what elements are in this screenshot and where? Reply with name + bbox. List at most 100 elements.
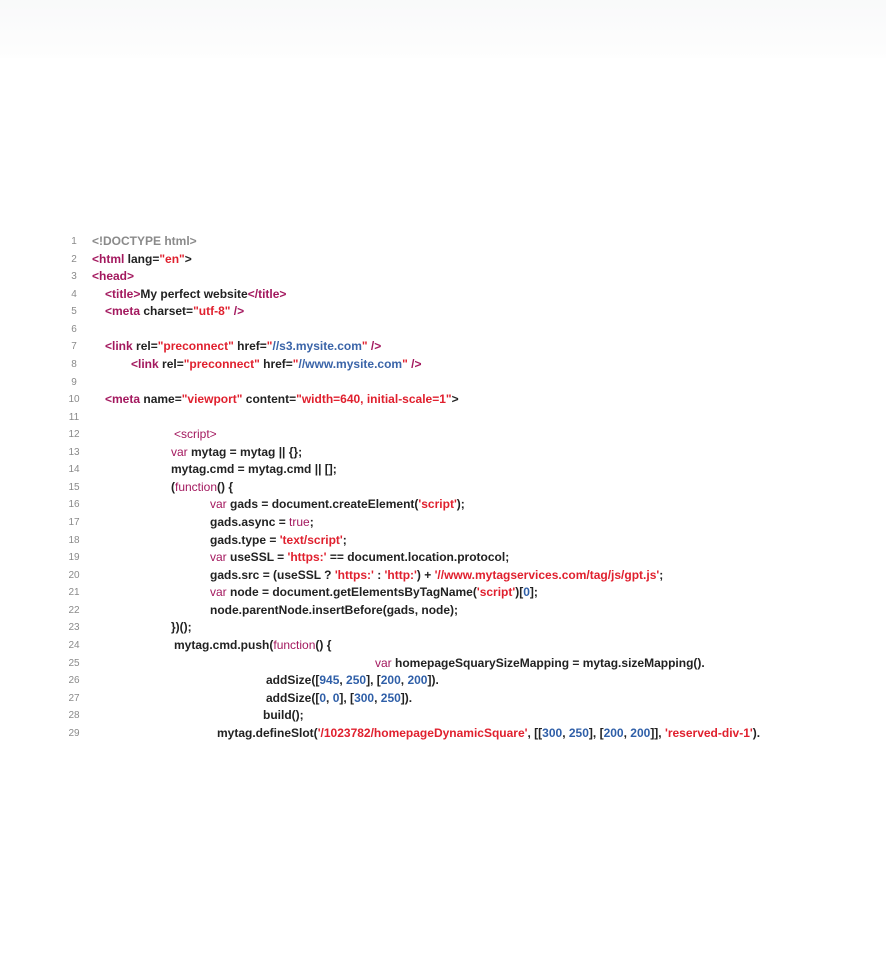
code-token: gads.async = [210, 515, 290, 529]
code-token: var [171, 444, 188, 459]
code-token: function [273, 637, 316, 652]
code-token: == document.location.protocol; [326, 550, 510, 565]
line-number: 20 [68, 569, 80, 581]
code-text: gads.type = 'text/script'; [210, 532, 347, 550]
code-token: , [562, 725, 569, 740]
code-token: ( [171, 479, 175, 494]
code-token: () { [217, 479, 234, 494]
code-token: node.parentNode.insertBefore(gads, node)… [210, 602, 459, 617]
code-token: gads.type = [210, 532, 280, 547]
code-token: rel= [132, 339, 158, 354]
code-token: 945 [319, 673, 340, 688]
code-text: gads.src = (useSSL ? 'https:' : 'http:')… [210, 567, 663, 585]
code-token: > [184, 251, 192, 266]
code-line: 6 [0, 321, 886, 339]
code-line: 11 [0, 409, 886, 427]
code-line: 18 gads.type = 'text/script'; [0, 532, 886, 550]
code-token: ]], [650, 725, 665, 740]
code-token: '/1023782/homepageDynamicSquare' [317, 725, 528, 740]
code-token: /> [407, 356, 422, 371]
code-token: var [210, 497, 227, 512]
line-number: 18 [68, 534, 80, 546]
code-token: ], [ [366, 673, 381, 688]
code-token: ]). [400, 690, 413, 705]
code-token: //www.mysite.com [298, 356, 403, 371]
code-text: var node = document.getElementsByTagName… [210, 584, 538, 602]
line-number: 26 [68, 675, 80, 687]
line-number: 16 [68, 499, 80, 511]
code-token: "preconnect" [157, 339, 234, 354]
code-line: 12 <script> [0, 426, 886, 444]
code-text: mytag.defineSlot('/1023782/homepageDynam… [217, 725, 760, 743]
code-token: 200 [630, 725, 651, 740]
code-token: 250 [568, 725, 589, 740]
code-token: , [374, 690, 381, 705]
code-token: homepageSquarySizeMapping = mytag.sizeMa… [391, 655, 705, 670]
code-token: /> [367, 339, 382, 354]
code-line: 14 mytag.cmd = mytag.cmd || []; [0, 461, 886, 479]
line-number: 17 [68, 517, 80, 528]
code-token: name= [140, 392, 182, 407]
code-line: 7<link rel="preconnect" href="//s3.mysit… [0, 338, 886, 356]
code-text: })(); [171, 619, 192, 637]
code-line: 16 var gads = document.createElement('scr… [0, 496, 886, 514]
code-token: 'script' [418, 497, 457, 512]
code-token: 'text/script' [279, 532, 343, 547]
code-token: <link [131, 356, 159, 371]
code-text: <link rel="preconnect" href="//www.mysit… [131, 356, 421, 374]
line-number: 14 [68, 464, 80, 476]
code-line: 17 gads.async = true; [0, 514, 886, 532]
code-token: 200 [380, 673, 401, 688]
line-number: 7 [71, 341, 77, 353]
code-token: true [289, 515, 310, 529]
line-number: 11 [68, 411, 80, 423]
code-token: mytag.defineSlot( [217, 725, 318, 740]
code-token: ); [456, 497, 465, 512]
code-token: <!DOCTYPE html> [92, 234, 197, 248]
code-text: mytag.cmd = mytag.cmd || []; [171, 461, 337, 479]
code-token: <script> [174, 427, 217, 442]
code-token: mytag.cmd.push( [174, 637, 274, 652]
code-line: 21 var node = document.getElementsByTagNa… [0, 584, 886, 602]
code-token: () { [315, 637, 332, 652]
code-token: 250 [380, 690, 401, 705]
code-token: content= [242, 392, 297, 407]
code-token: lang= [124, 251, 160, 266]
code-text: node.parentNode.insertBefore(gads, node)… [210, 602, 458, 620]
line-number: 5 [71, 306, 77, 318]
code-token: , [339, 673, 347, 688]
code-token: ). [752, 725, 761, 740]
code-text: <title>My perfect website</title> [105, 286, 286, 304]
code-token: <title> [105, 286, 141, 301]
code-line: 8 <link rel="preconnect" href="//www.mysi… [0, 356, 886, 374]
code-token: "en" [159, 251, 185, 266]
code-token: mytag.cmd = mytag.cmd || []; [171, 462, 337, 477]
code-token: function [175, 479, 218, 494]
line-number: 4 [71, 288, 77, 300]
line-number: 10 [68, 394, 80, 406]
code-token: 'https:' [287, 550, 327, 565]
line-number: 6 [71, 323, 77, 335]
code-text: var gads = document.createElement('scrip… [210, 496, 465, 514]
line-number: 8 [71, 358, 77, 370]
code-token: href= [259, 356, 293, 371]
line-number: 21 [68, 587, 80, 599]
code-token: 0 [332, 690, 340, 705]
code-token: 300 [542, 725, 563, 740]
code-text: <script> [174, 426, 217, 444]
code-text: <head> [92, 268, 134, 286]
code-token: addSize([ [266, 673, 320, 688]
code-token: ; [309, 515, 314, 529]
code-token: ; [659, 567, 664, 582]
line-number: 12 [68, 429, 80, 441]
code-token: 'script' [476, 585, 516, 600]
code-text: <!DOCTYPE html> [92, 233, 197, 251]
code-token: 250 [346, 673, 367, 688]
code-token: " [292, 356, 299, 371]
